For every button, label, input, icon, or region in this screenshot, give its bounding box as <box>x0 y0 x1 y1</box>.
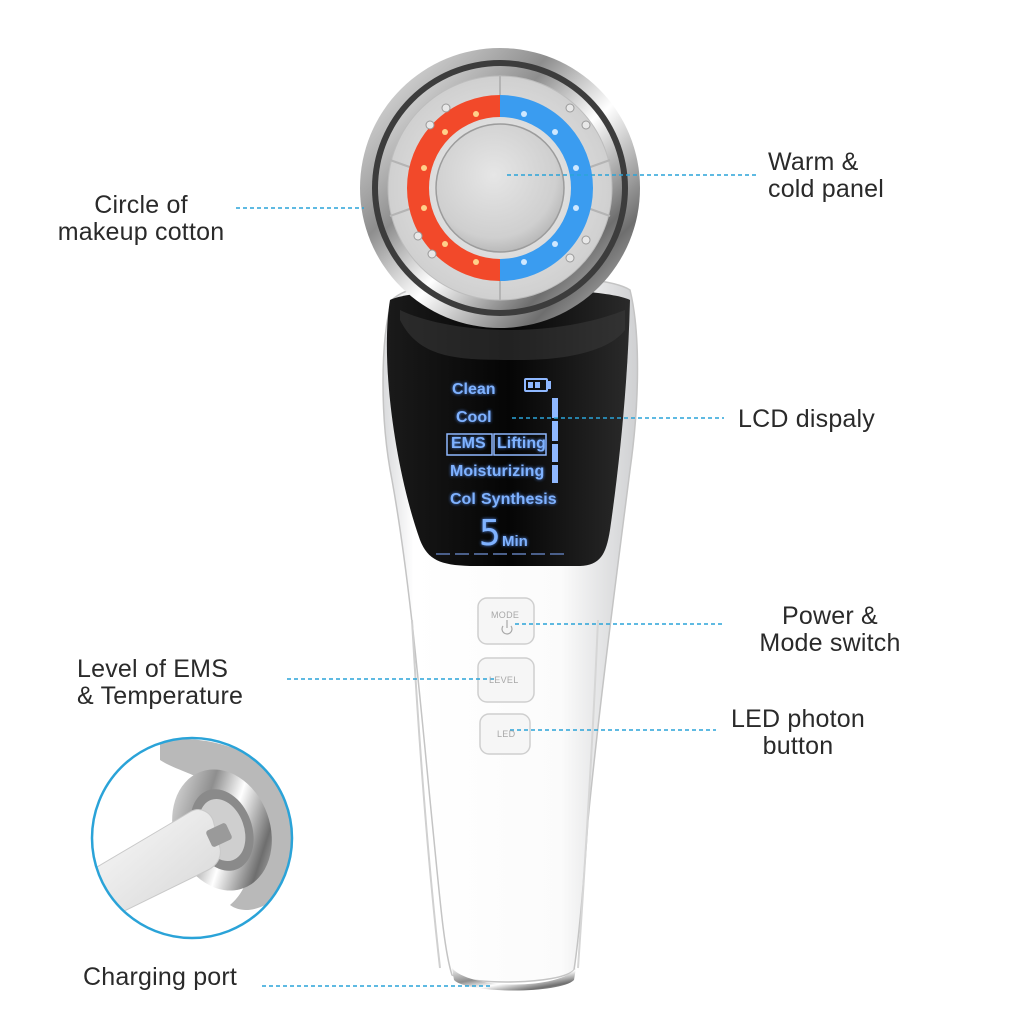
screen-panel <box>386 288 630 566</box>
label-led-line2: button <box>762 732 834 760</box>
label-led-line1: LED photon <box>730 705 866 733</box>
label-makeup-line1: Circle of <box>94 191 188 219</box>
power-icon <box>501 620 513 635</box>
led-button-label: LED <box>497 729 516 739</box>
label-power-mode: Power & Mode switch <box>744 603 916 657</box>
mode-button-shape <box>477 597 535 645</box>
lcd-timer-unit: Min <box>502 533 528 550</box>
lcd-mode-ems: EMS <box>451 435 486 452</box>
lcd-mode-col: Col <box>450 491 476 508</box>
label-charging-port: Charging port <box>83 963 238 991</box>
lcd-mode-cool: Cool <box>456 409 492 426</box>
label-makeup-line2: makeup cotton <box>57 218 225 246</box>
lcd-mode-clean: Clean <box>452 381 496 398</box>
label-level-line1: Level of EMS <box>77 655 229 683</box>
lcd-mode-synthesis: Synthesis <box>481 491 557 508</box>
device-head <box>360 48 640 328</box>
lcd-mode-moisturizing: Moisturizing <box>450 463 545 480</box>
charging-port-inset <box>90 736 294 940</box>
label-warm-line2: cold panel <box>768 175 884 203</box>
cold-led-ring <box>499 95 593 281</box>
leader-lines <box>236 174 756 987</box>
led-button-shape <box>479 713 531 755</box>
bottom-cap <box>452 968 576 991</box>
label-power-line1: Power & <box>782 602 878 630</box>
lcd-mode-lifting: Lifting <box>497 435 546 452</box>
label-level-ems: Level of EMS & Temperature <box>77 656 243 710</box>
level-button-shape <box>477 657 535 703</box>
battery-icon <box>524 378 551 392</box>
label-led-photon: LED photon button <box>722 706 874 760</box>
lcd-timer-value: 5 <box>479 513 501 554</box>
mode-button-label: MODE <box>491 610 520 620</box>
label-lcd-display: LCD dispaly <box>738 405 875 433</box>
label-warm-cold-panel: Warm & cold panel <box>768 149 884 203</box>
label-level-line2: & Temperature <box>77 682 244 710</box>
level-button-label: LEVEL <box>489 675 519 685</box>
label-makeup-cotton: Circle of makeup cotton <box>42 192 240 246</box>
center-plate <box>435 123 565 253</box>
label-power-line2: Mode switch <box>759 629 901 657</box>
label-warm-line1: Warm & <box>768 148 859 176</box>
warm-led-ring <box>407 95 501 281</box>
intensity-bar <box>552 398 558 483</box>
